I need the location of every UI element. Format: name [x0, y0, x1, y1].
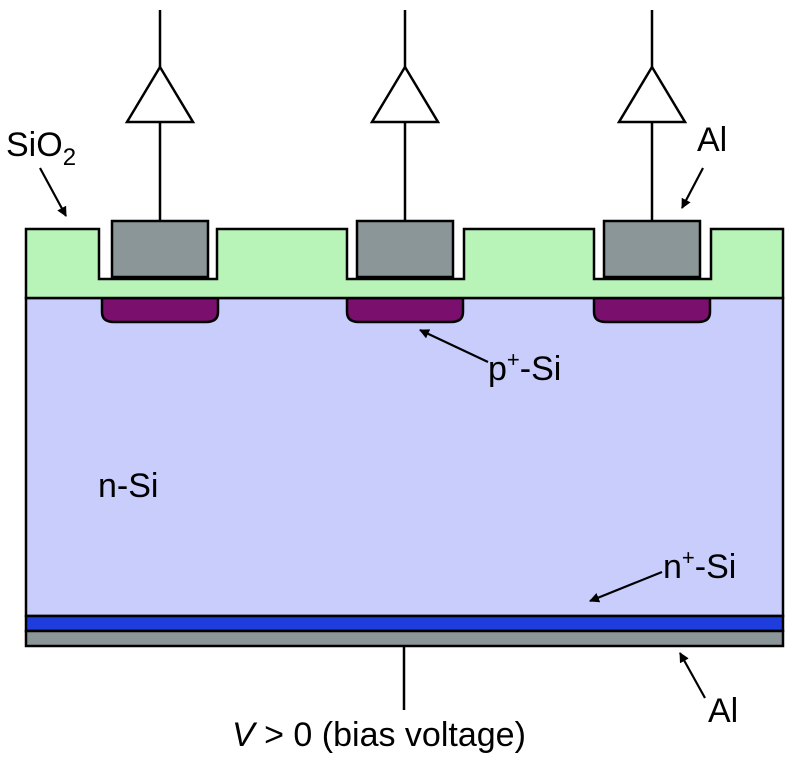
n-si-arrow [589, 570, 663, 603]
aluminium-strip-contacts [110, 219, 702, 279]
sio2-label: SiO2 [6, 126, 76, 171]
sio2-oxide-layer [24, 227, 785, 300]
sio2-arrow [39, 167, 67, 217]
p-si-label-post: -Si [520, 350, 562, 388]
n-si-bulk-label: n-Si [98, 467, 158, 505]
readout-amplifiers [124, 10, 688, 221]
p-si-arrow [419, 329, 489, 363]
triangle-amplifier-icon [124, 64, 196, 124]
al-bottom-label: Al [708, 692, 738, 730]
p-si-label: p+-Si [488, 347, 561, 388]
n-plus-si-label-pre: n [663, 548, 682, 586]
n-plus-si-label-post: -Si [695, 548, 737, 586]
n-si-bulk [24, 296, 785, 618]
sio2-label-main: SiO [6, 126, 63, 164]
p-si-label-pre: p [488, 350, 507, 388]
triangle-amplifier-icon [616, 64, 688, 124]
triangle-amplifier-icon [369, 64, 441, 124]
aluminium-contact [355, 219, 455, 279]
n-plus-backside-layer [24, 614, 785, 633]
aluminium-contact [110, 219, 210, 279]
p-plus-implant [592, 296, 712, 324]
bias-voltage-var: V [232, 716, 258, 754]
bias-voltage-label: V > 0 (bias voltage) [232, 716, 526, 754]
p-plus-implant [345, 296, 465, 324]
al-top-arrow [681, 167, 704, 209]
aluminium-backside-contact [24, 629, 785, 648]
n-plus-si-label: n+-Si [663, 545, 736, 586]
bias-voltage-rest: > 0 (bias voltage) [255, 716, 526, 754]
n-plus-si-label-sup: + [682, 545, 695, 570]
p-plus-implants [100, 296, 712, 324]
al-bottom-arrow [679, 652, 706, 699]
aluminium-contact [602, 219, 702, 279]
p-si-label-sup: + [507, 347, 520, 372]
al-top-label: Al [697, 121, 727, 159]
sio2-label-sub: 2 [63, 144, 76, 171]
p-plus-implant [100, 296, 220, 324]
